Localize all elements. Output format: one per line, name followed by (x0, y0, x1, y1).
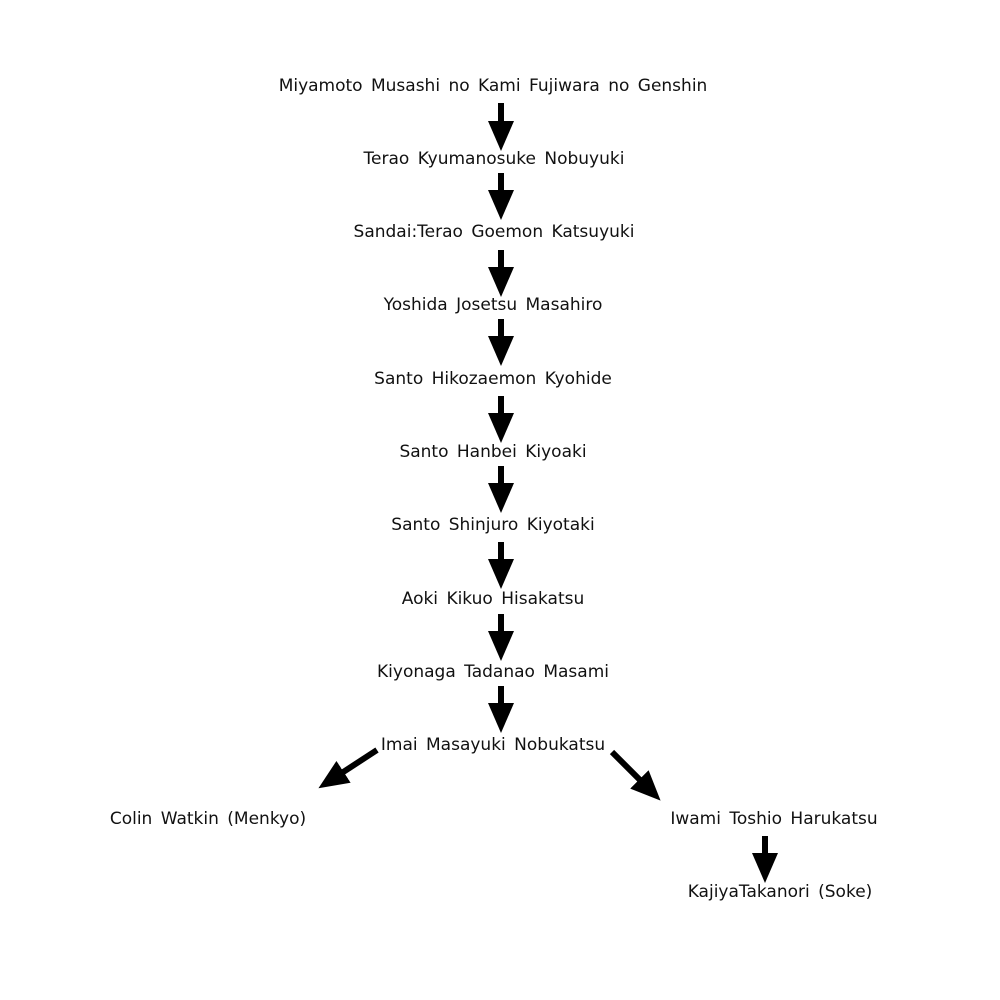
branch-right-successor-node: KajiyaTakanori (Soke) (687, 882, 873, 902)
lineage-node-10: Imai Masayuki Nobukatsu (380, 735, 606, 755)
lineage-node-4: Yoshida Josetsu Masahiro (383, 295, 603, 315)
arrow-branch-right (609, 749, 661, 801)
lineage-node-5: Santo Hikozaemon Kyohide (374, 369, 612, 389)
arrow-branch-left (318, 747, 379, 789)
lineage-node-2: Terao Kyumanosuke Nobuyuki (363, 149, 625, 169)
lineage-node-7: Santo Shinjuro Kiyotaki (391, 515, 595, 535)
lineage-node-3: Sandai:Terao Goemon Katsuyuki (353, 222, 635, 242)
lineage-node-1: Miyamoto Musashi no Kami Fujiwara no Gen… (278, 76, 708, 96)
branch-left-node: Colin Watkin (Menkyo) (109, 809, 307, 829)
lineage-node-6: Santo Hanbei Kiyoaki (399, 442, 587, 462)
lineage-node-9: Kiyonaga Tadanao Masami (377, 662, 609, 682)
lineage-node-8: Aoki Kikuo Hisakatsu (401, 589, 585, 609)
branch-right-node: Iwami Toshio Harukatsu (670, 809, 878, 829)
